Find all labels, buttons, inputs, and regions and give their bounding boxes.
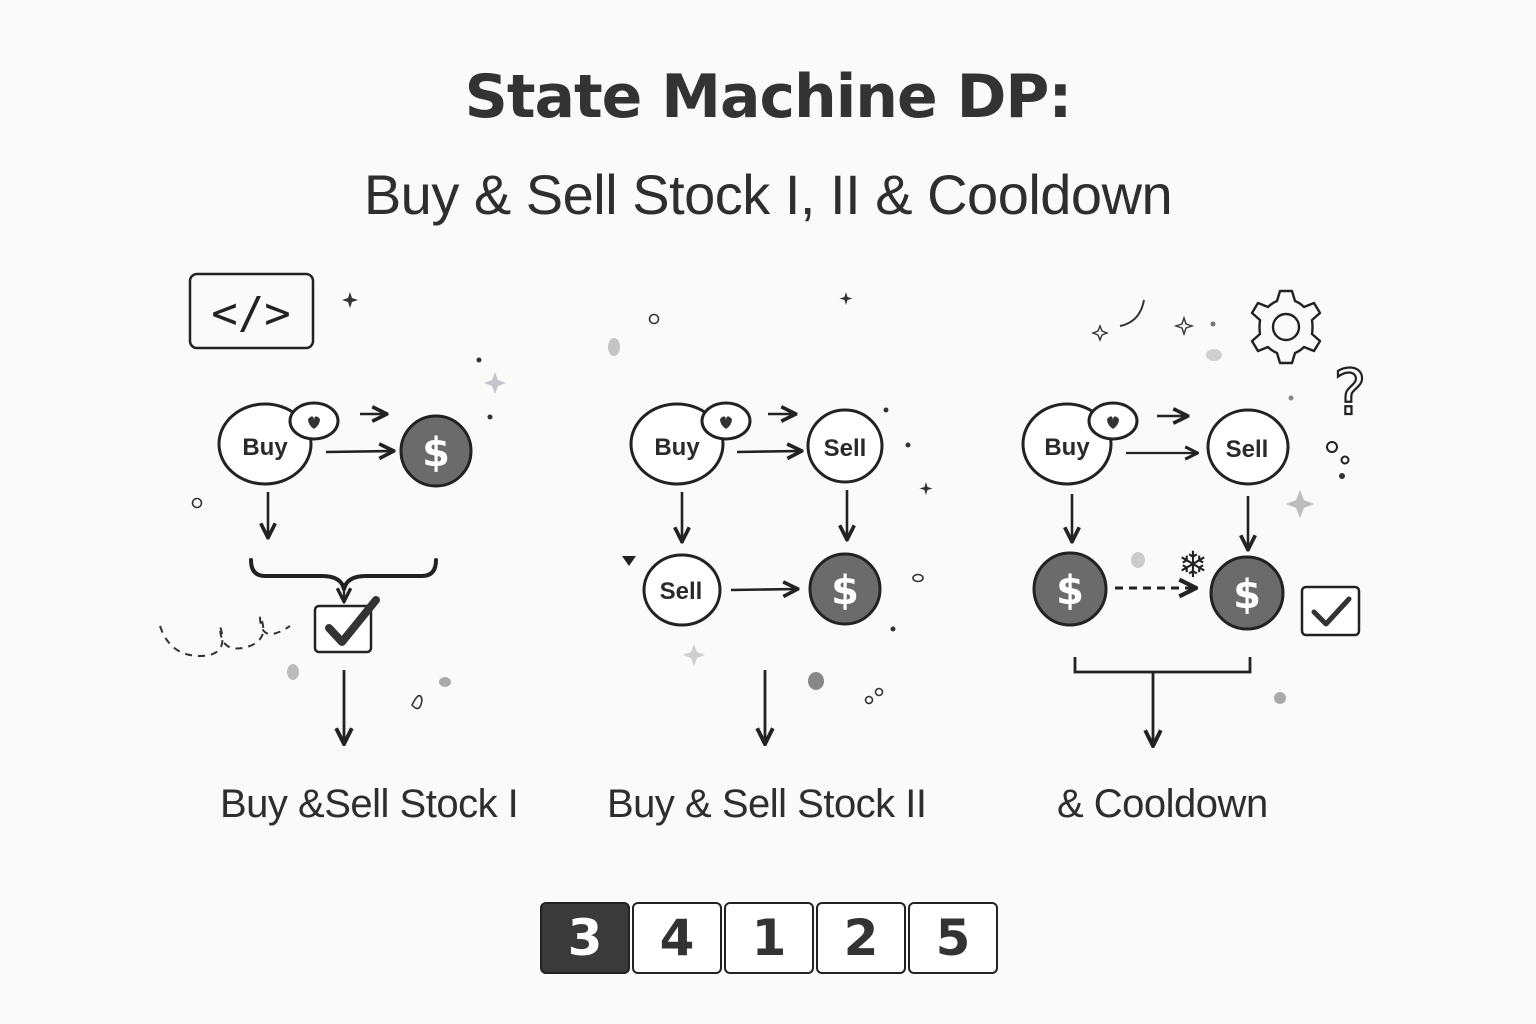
dollar-icon: $: [1233, 572, 1261, 618]
state-node-buy[interactable]: [217, 402, 313, 486]
order-cell[interactable]: 1: [724, 902, 814, 974]
page-subtitle: Buy & Sell Stock I, II & Cooldown: [363, 163, 1173, 226]
caption-cooldown: & Cooldown: [1057, 782, 1268, 826]
transition-arrow: [325, 451, 392, 452]
squiggle-decoration: [159, 615, 291, 658]
heart-badge-icon: [1087, 401, 1139, 441]
page-title: State Machine DP:: [464, 62, 1073, 132]
state-node-sell[interactable]: [642, 553, 722, 627]
code-icon-text: </>: [211, 288, 290, 339]
state-node-buy[interactable]: [629, 402, 725, 486]
profit-coin[interactable]: [1032, 551, 1108, 627]
state-node-sell-label: Sell: [1226, 436, 1269, 463]
profit-coin[interactable]: [399, 414, 473, 488]
profit-coin[interactable]: [1209, 555, 1285, 631]
state-node-sell-label: Sell: [824, 435, 867, 462]
panel-stock-2: Buy Sell Sell $: [629, 401, 884, 742]
order-cell[interactable]: 3: [540, 902, 630, 974]
code-icon: </>: [188, 272, 315, 350]
panel-cooldown: Buy Sell $ ❄ $: [1021, 401, 1361, 744]
state-node-sell[interactable]: [1206, 408, 1290, 486]
sparkle-decorations: [191, 292, 1345, 710]
merge-bracket: [1073, 657, 1252, 674]
profit-coin[interactable]: [808, 552, 882, 626]
order-cell[interactable]: 2: [816, 902, 906, 974]
state-node-sell-label: Sell: [660, 578, 703, 605]
panel-stock-1: Buy $: [217, 401, 473, 742]
checkbox-checked-icon: [313, 596, 380, 654]
order-cell[interactable]: 5: [908, 902, 998, 974]
state-node-sell[interactable]: [806, 408, 884, 484]
caption-stock-2: Buy & Sell Stock II: [607, 782, 927, 826]
snowflake-icon: ❄: [1178, 545, 1208, 586]
checkbox-checked-icon: [1300, 585, 1361, 637]
state-node-buy-label: Buy: [242, 434, 288, 461]
order-sequence: 3 4 1 2 5: [540, 902, 998, 974]
state-node-buy-label: Buy: [654, 434, 700, 461]
heart-badge-icon: [700, 401, 752, 441]
order-cell[interactable]: 4: [632, 902, 722, 974]
dollar-icon: $: [831, 568, 859, 614]
heart-badge-icon: [288, 401, 340, 441]
dollar-icon: $: [1056, 568, 1084, 614]
state-node-buy-label: Buy: [1044, 434, 1090, 461]
caption-stock-1: Buy &Sell Stock I: [220, 782, 519, 826]
gear-icon: [1250, 289, 1322, 365]
dollar-icon: $: [422, 430, 450, 476]
question-icon: ?: [1326, 355, 1368, 465]
svg-text:?: ?: [1334, 356, 1367, 429]
